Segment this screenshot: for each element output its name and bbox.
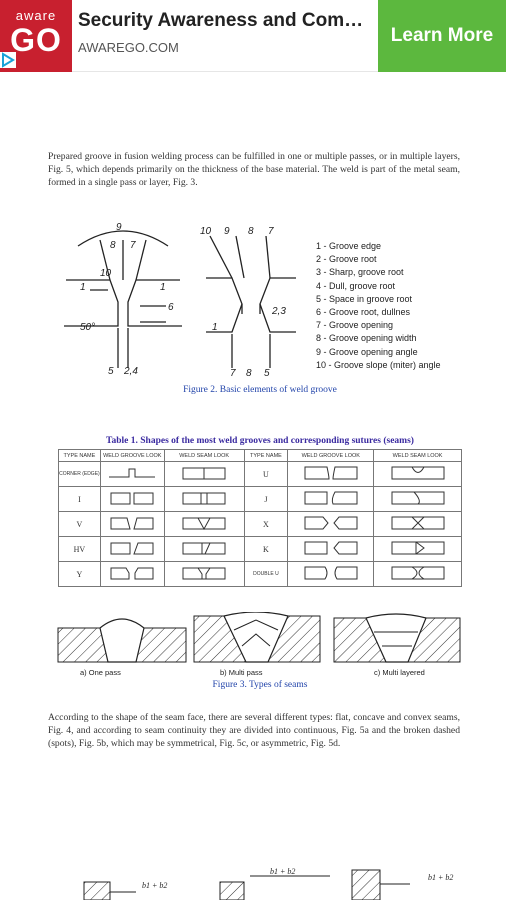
groove-drawing [287,561,375,587]
fig2-left-label-10: 10 [100,268,112,279]
type-name-cell: K [243,536,289,562]
seam-drawing [163,536,245,562]
legend-item: 10 - Groove slope (miter) angle [316,359,441,370]
fig2-left-label-1b: 1 [160,282,166,293]
fig2-right-label-9: 9 [224,226,230,237]
figure2-caption: Figure 2. Basic elements of weld groove [183,385,337,395]
adchoices-icon[interactable] [0,52,16,68]
type-name-cell: Y [58,561,101,587]
groove-drawing [287,511,375,537]
logo-line2: GO [10,22,62,58]
groove-drawing [99,461,165,487]
table-row: HV K [58,536,462,562]
fig2-right-label-8b: 8 [246,368,252,378]
fig2-left-label-angle: 50° [80,322,95,333]
fig2-right-label-8: 8 [248,226,254,237]
seam-multi-layered [333,613,461,663]
legend-item: 5 - Space in groove root [316,293,413,304]
fig2-left-label-1a: 1 [80,282,86,293]
type-name-cell: V [58,511,101,537]
fig5-label-b: b1 + b2 [270,867,295,876]
paragraph-intro: Prepared groove in fusion welding proces… [48,151,460,188]
table-row: CORNER (EDGE) U [58,461,462,487]
seam-drawing [373,511,462,537]
learn-more-button[interactable]: Learn More [378,0,506,72]
type-name-cell: J [243,486,289,512]
th-seam-look: WELD SEAM LOOK [163,449,245,462]
ad-title[interactable]: Security Awareness and Compli... [78,10,374,31]
type-name-cell: DOUBLE U [243,561,289,587]
type-name-cell: X [243,511,289,537]
groove-drawing [99,486,165,512]
figure2-right-drawing: 10 9 8 7 2,3 1 7 8 5 [200,226,296,378]
table-row: V X [58,511,462,537]
type-name-cell: U [243,461,289,487]
legend-item: 7 - Groove opening [316,320,394,331]
fig2-left-label-9: 9 [116,222,122,233]
ad-banner[interactable]: aware GO Security Awareness and Compli..… [0,0,506,72]
fig2-left-label-7: 7 [130,240,136,251]
figure2-left-drawing: 9 8 7 10 1 1 6 50° 5 2,4 [64,222,182,377]
groove-drawing [287,536,375,562]
seam-multi-pass [193,612,321,663]
legend-item: 3 - Sharp, groove root [316,267,404,278]
figure2-legend: 1 - Groove edge 2 - Groove root 3 - Shar… [316,240,441,372]
fig2-right-label-5: 5 [264,368,270,378]
th-seam-look-2: WELD SEAM LOOK [373,449,462,462]
table-row: Y DOUBLE U [58,561,462,587]
groove-drawing [287,461,375,487]
seam-label-multi-pass: b) Multi pass [220,668,263,677]
th-type-name-2: TYPE NAME [243,449,289,462]
legend-item: 4 - Dull, groove root [316,280,396,291]
ad-domain: AWAREGO.COM [78,40,179,55]
table-row: I J [58,486,462,512]
logo-line1: aware [15,8,57,23]
table-header-row: TYPE NAME WELD GROOVE LOOK WELD SEAM LOO… [58,449,462,462]
fig2-right-label-10: 10 [200,226,212,237]
fig2-left-label-8: 8 [110,240,116,251]
seam-drawing [373,536,462,562]
paragraph-seam-types: According to the shape of the seam face,… [48,712,460,749]
seam-drawing [163,486,245,512]
fig5-label-a: b1 + b2 [142,881,167,890]
type-name-cell: I [58,486,101,512]
fig2-right-label-1: 1 [212,322,218,333]
fig2-right-label-7: 7 [268,226,274,237]
legend-item: 9 - Groove opening angle [316,346,418,357]
groove-drawing [287,486,375,512]
table1-title: Table 1. Shapes of the most weld grooves… [106,436,414,446]
fig2-left-label-5: 5 [108,366,114,377]
groove-drawing [99,561,165,587]
seam-drawing [373,461,462,487]
seam-label-multi-layered: c) Multi layered [374,668,425,677]
th-groove-look: WELD GROOVE LOOK [99,449,165,462]
fig2-right-label-23: 2,3 [271,306,286,317]
figure3-drawings [57,612,461,663]
legend-item: 6 - Groove root, dullnes [316,307,411,318]
seam-one-pass [57,618,187,663]
seam-drawing [373,486,462,512]
fig2-left-label-24: 2,4 [123,366,138,377]
seam-drawing [163,461,245,487]
groove-drawing [99,511,165,537]
th-type-name: TYPE NAME [58,449,101,462]
fig5-label-c: b1 + b2 [428,873,453,882]
seam-drawing [163,561,245,587]
legend-item: 2 - Groove root [316,254,377,265]
legend-item: 8 - Groove opening width [316,333,417,344]
fig2-right-label-7b: 7 [230,368,236,378]
fig2-left-label-6: 6 [168,302,174,313]
figure3-caption: Figure 3. Types of seams [212,680,308,690]
seam-drawing [163,511,245,537]
weld-shapes-table: TYPE NAME WELD GROOVE LOOK WELD SEAM LOO… [58,449,462,587]
type-name-cell: CORNER (EDGE) [58,461,101,487]
groove-drawing [99,536,165,562]
figure5-partial-drawings: b1 + b2 b1 + b2 b1 + b2 [83,867,453,900]
legend-item: 1 - Groove edge [316,241,382,251]
type-name-cell: HV [58,536,101,562]
seam-label-one-pass: a) One pass [80,668,121,677]
seam-drawing [373,561,462,587]
th-groove-look-2: WELD GROOVE LOOK [287,449,375,462]
